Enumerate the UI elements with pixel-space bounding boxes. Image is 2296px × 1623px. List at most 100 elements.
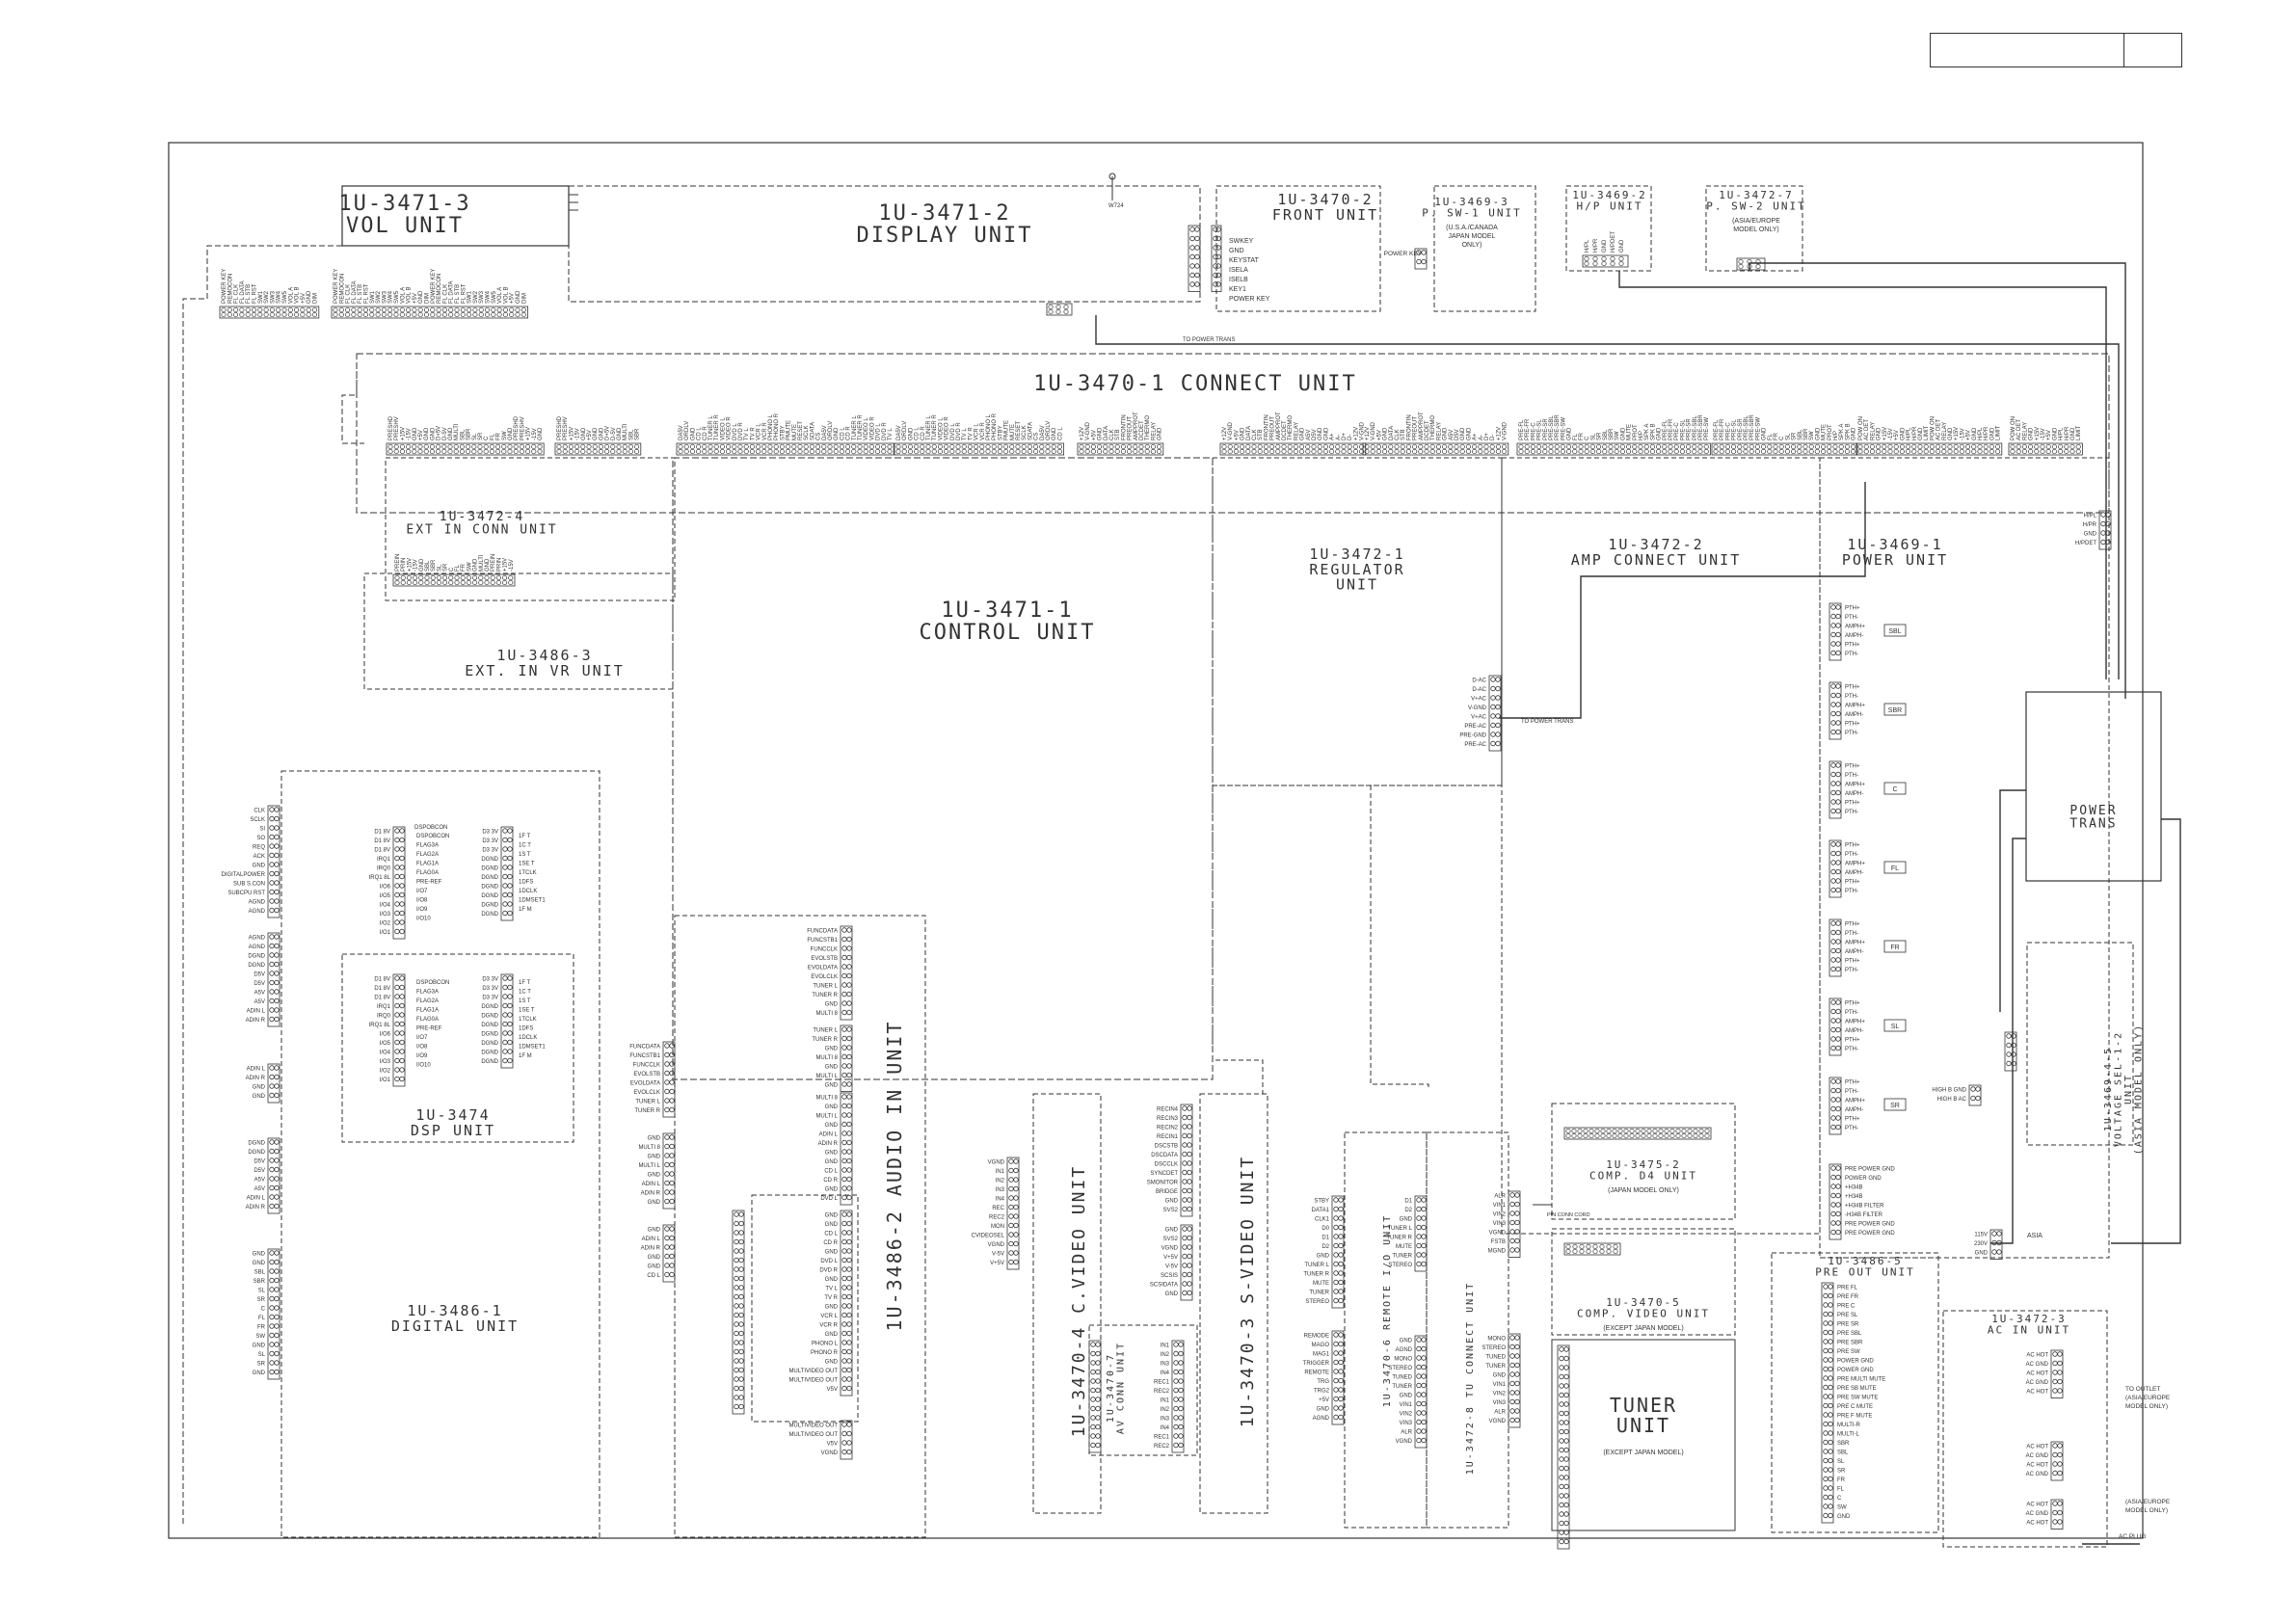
connector-pin bbox=[839, 448, 844, 455]
connector-pin bbox=[1596, 448, 1602, 455]
connector-pin bbox=[901, 443, 907, 450]
signal-label: IRQ1 8L bbox=[369, 1023, 391, 1028]
connector-pin bbox=[1830, 808, 1836, 814]
connector-pin bbox=[1830, 878, 1836, 884]
signal-label: SW bbox=[255, 1334, 265, 1340]
connector-pin bbox=[1150, 443, 1156, 450]
connector-pin bbox=[1090, 1405, 1096, 1412]
connector-pin bbox=[406, 443, 412, 450]
connector-pin bbox=[1090, 1442, 1096, 1449]
signal-label: VGND bbox=[988, 1160, 1005, 1166]
connector-pin bbox=[1953, 448, 1959, 455]
connector-pin bbox=[1936, 448, 1941, 455]
signal-label: VOL B bbox=[295, 287, 301, 304]
signal-label: PTH- bbox=[1845, 652, 1858, 657]
unit-note: (EXCEPT JAPAN MODEL) bbox=[1603, 1450, 1683, 1456]
connector-pin bbox=[1421, 1252, 1427, 1258]
connector-pin bbox=[399, 910, 405, 917]
connector-pin bbox=[846, 1072, 852, 1078]
connector-pin bbox=[269, 1176, 275, 1182]
signal-label: GND bbox=[825, 1151, 839, 1157]
connector-pin bbox=[269, 1342, 275, 1347]
connector-pin bbox=[507, 873, 513, 880]
connector-pin bbox=[399, 1002, 405, 1009]
connector-pin bbox=[1823, 1284, 1829, 1290]
signal-label: FRONTIN bbox=[1264, 414, 1269, 440]
unit-note: JAPAN MODEL bbox=[1449, 233, 1496, 240]
connector-pin bbox=[846, 1094, 852, 1100]
connector-pin bbox=[507, 855, 513, 862]
signal-label: FUNCCLK bbox=[633, 1063, 660, 1069]
signal-label: STEREO bbox=[1305, 1299, 1329, 1305]
signal-label: PREOUT bbox=[1413, 416, 1419, 440]
signal-label: MULTIVIDEO OUT bbox=[788, 1423, 838, 1429]
signal-label: SBR bbox=[635, 428, 641, 440]
connector-body bbox=[267, 1137, 280, 1214]
signal-label: 1DFS bbox=[519, 1026, 533, 1032]
connector-pin bbox=[399, 1067, 405, 1073]
connector-pin bbox=[664, 1271, 670, 1278]
signal-label: PRE POWER GND bbox=[1845, 1222, 1895, 1228]
signal-label: GND bbox=[1443, 427, 1449, 440]
connector-pin bbox=[2045, 448, 2051, 455]
connector-body bbox=[1829, 998, 1842, 1056]
connector-pin bbox=[1051, 448, 1056, 455]
signal-label: H/PL bbox=[1978, 427, 1984, 440]
connector-pin bbox=[979, 443, 985, 450]
signal-label: HIGH B GND bbox=[1932, 1088, 1966, 1094]
connector-pin bbox=[1619, 448, 1625, 455]
connector-pin bbox=[1013, 1259, 1019, 1265]
connector-pin bbox=[1514, 1362, 1520, 1369]
connector-pin bbox=[1489, 443, 1495, 450]
connector-pin bbox=[841, 1422, 847, 1427]
connector-pin bbox=[846, 1248, 852, 1254]
connector-pin bbox=[1887, 448, 1893, 455]
connector-pin bbox=[1173, 1397, 1179, 1402]
connector-pin bbox=[1830, 1184, 1836, 1189]
signal-label: FUNCDATA bbox=[629, 1045, 660, 1051]
connector-pin bbox=[1338, 1332, 1344, 1338]
connector-pin bbox=[868, 443, 874, 450]
connector-pin bbox=[961, 443, 967, 450]
signal-label: FL CLK bbox=[442, 284, 448, 304]
connector-body bbox=[1711, 442, 1858, 456]
signal-label: SW4 bbox=[486, 290, 492, 304]
signal-label: 1SE T bbox=[519, 1008, 535, 1014]
connector-pin bbox=[507, 1057, 513, 1064]
connector-pin bbox=[1692, 448, 1697, 455]
control-unit-box bbox=[672, 457, 1214, 1080]
connector-pin bbox=[1421, 1428, 1427, 1434]
connector-pin bbox=[1761, 443, 1767, 450]
connector-pin bbox=[696, 448, 702, 455]
signal-label: RECIN4 bbox=[1157, 1107, 1179, 1113]
signal-label: FUNCSTB1 bbox=[807, 938, 838, 944]
connector-pin bbox=[949, 448, 955, 455]
connector-pin bbox=[1830, 631, 1836, 638]
signal-label: VCR R bbox=[819, 1323, 838, 1329]
connector-pin bbox=[1832, 443, 1838, 450]
connector-pin bbox=[1823, 1494, 1829, 1501]
connector-pin bbox=[734, 1248, 739, 1254]
signal-label: MUTE bbox=[792, 424, 798, 440]
connector-pin bbox=[430, 579, 436, 586]
signal-label: TV L bbox=[888, 428, 894, 440]
connector-pin bbox=[2057, 1461, 2063, 1467]
signal-label: IN3 bbox=[1161, 1362, 1170, 1368]
signal-label: GND bbox=[1948, 427, 1954, 440]
connector-pin bbox=[375, 306, 381, 313]
signal-label: PTH+ bbox=[1845, 606, 1860, 612]
connector-pin bbox=[394, 1021, 400, 1027]
connector-pin bbox=[1416, 1261, 1422, 1267]
signal-label: D+5V bbox=[437, 426, 442, 440]
signal-label: PRE-FL bbox=[1714, 419, 1720, 440]
connector-pin bbox=[394, 1067, 400, 1073]
connector-pin bbox=[1965, 448, 1971, 455]
connector-pin bbox=[1559, 1475, 1564, 1480]
connector-pin bbox=[1755, 263, 1761, 270]
connector-pin bbox=[1835, 613, 1841, 620]
connector-pin bbox=[1738, 258, 1744, 265]
connector-pin bbox=[734, 1275, 739, 1282]
